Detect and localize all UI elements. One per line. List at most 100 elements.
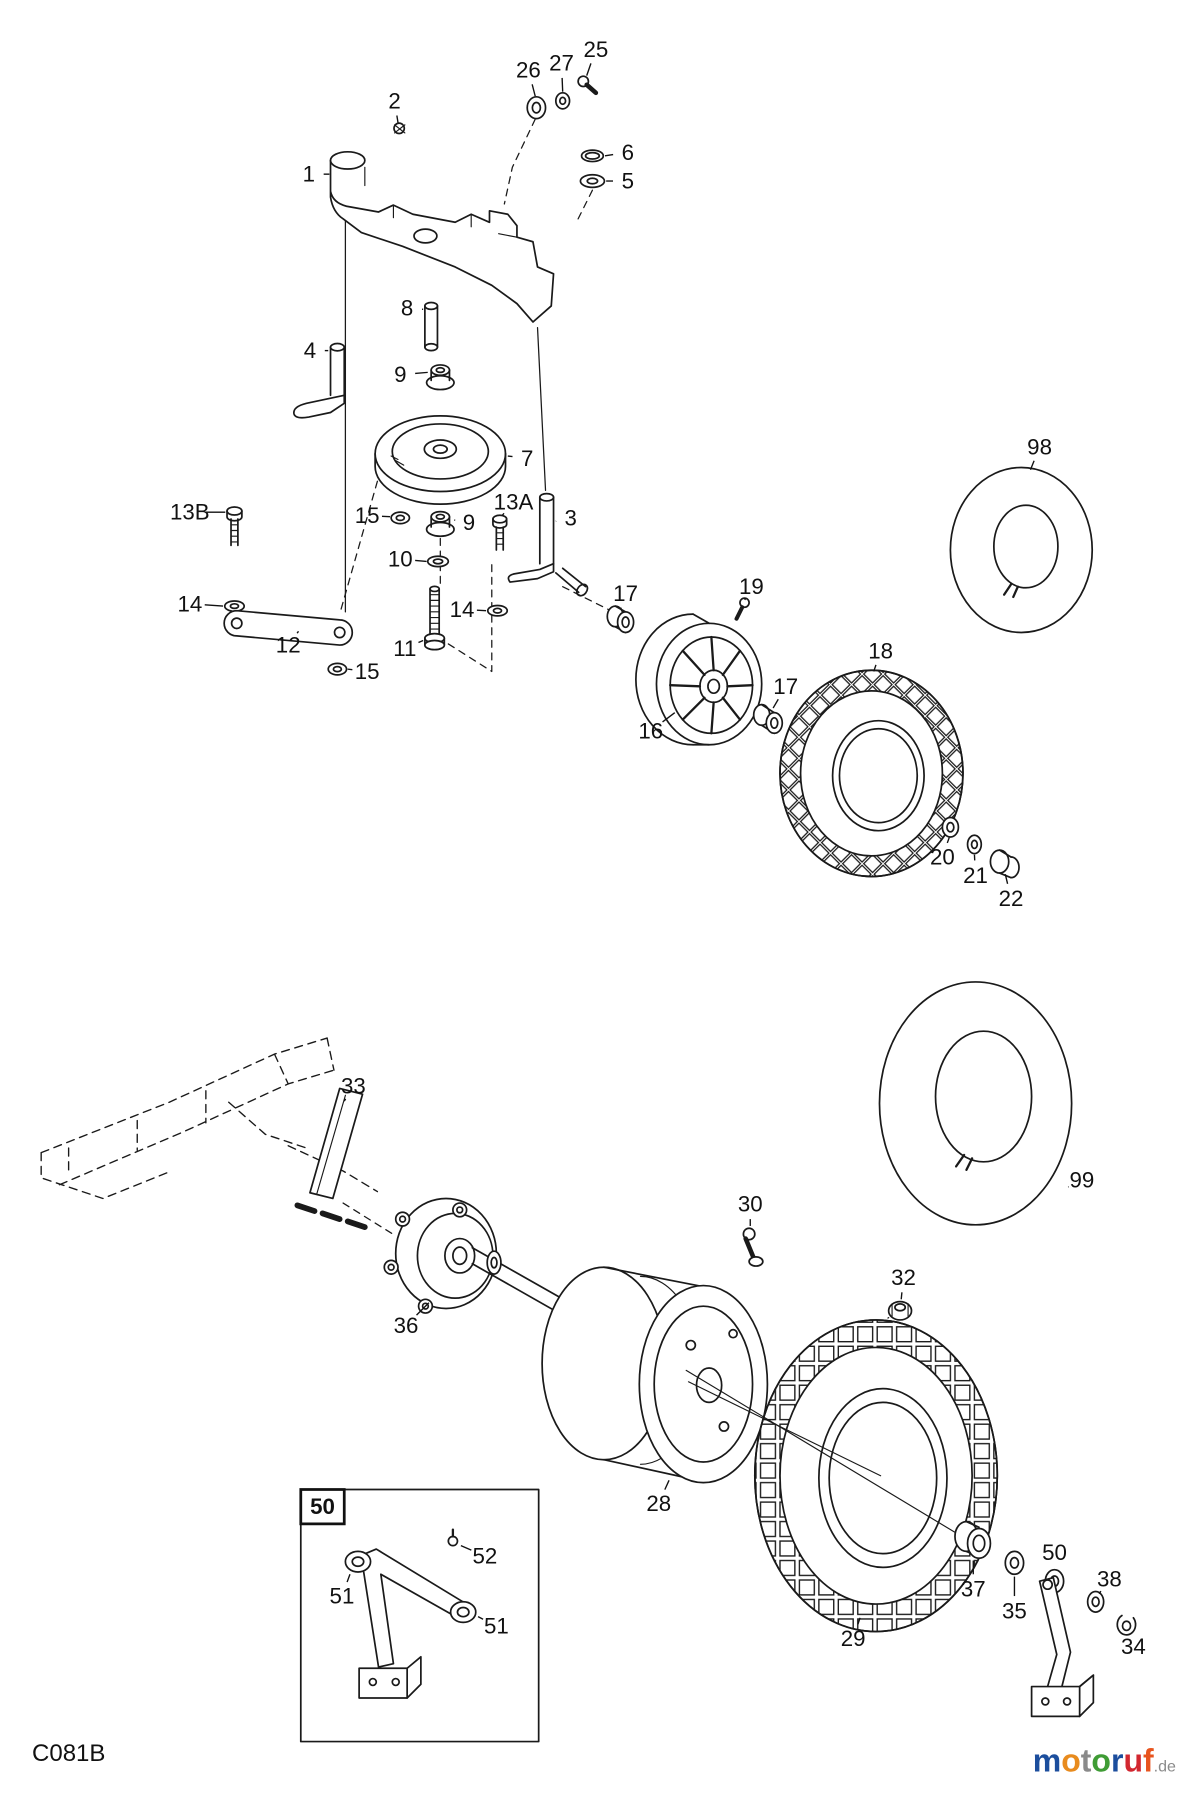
front-bracket-part-1 [329, 150, 555, 323]
part-label-50: 50 [1042, 1540, 1067, 1565]
part-label-25: 25 [583, 37, 608, 62]
nut-part-15-upper [390, 511, 411, 525]
rear-wheel-rim-part-28 [541, 1266, 769, 1484]
washer-part-35 [1004, 1550, 1025, 1576]
bushing-part-37 [954, 1520, 992, 1560]
washer-part-14-right [486, 604, 509, 617]
leader-line [415, 559, 427, 563]
part-label-4: 4 [304, 338, 316, 363]
part-label-20: 20 [930, 845, 955, 870]
leader-line [873, 664, 877, 672]
brake-lever-right [1030, 1576, 1095, 1718]
construction-lines-front [339, 118, 946, 821]
part-label-15: 15 [355, 659, 380, 684]
front-tire-part-18 [779, 669, 964, 878]
washer-part-26 [526, 95, 547, 120]
rear-tire-part-29 [753, 1319, 999, 1633]
spacer-part-17-inner [606, 605, 635, 634]
leader-line [418, 639, 424, 644]
leader-line [586, 63, 592, 76]
flange-nut-part-9-upper [425, 364, 455, 391]
oring-part-6 [580, 149, 605, 163]
leader-line [347, 668, 353, 671]
part-label-51: 51 [330, 1584, 355, 1609]
washer-part-21 [966, 834, 983, 855]
bolt-part-11 [424, 585, 446, 651]
part-label-3: 3 [564, 505, 576, 530]
leader-line [346, 1574, 351, 1583]
inset-label-box [299, 1488, 346, 1526]
leader-line [1098, 1590, 1102, 1595]
leader-line [744, 597, 747, 601]
valve-part-30 [742, 1227, 764, 1267]
washer-part-5 [579, 173, 606, 189]
leader-line [1004, 874, 1009, 885]
part-label-50: 50 [310, 1494, 335, 1519]
part-label-9: 9 [394, 362, 406, 387]
part-label-10: 10 [388, 547, 413, 572]
part-label-99: 99 [1070, 1168, 1095, 1193]
leader-line [396, 115, 399, 123]
part-label-21: 21 [963, 863, 988, 888]
leader-line [296, 630, 300, 634]
part-label-16: 16 [638, 718, 663, 743]
part-label-7: 7 [521, 446, 533, 471]
leader-line [664, 1480, 670, 1490]
axle-arm-part-3 [507, 492, 589, 597]
part-label-12: 12 [276, 633, 301, 658]
leader-line [460, 1545, 472, 1551]
pin-part-4 [293, 342, 346, 419]
leader-line [501, 512, 505, 517]
part-label-32: 32 [891, 1265, 916, 1290]
leader-line [662, 712, 676, 723]
washer-part-10 [426, 555, 450, 568]
leader-line [204, 604, 224, 607]
pin-part-8 [424, 301, 439, 352]
link-arm-part-12 [223, 609, 354, 646]
washer-part-20 [941, 816, 960, 838]
leader-line [1029, 460, 1035, 471]
part-label-18: 18 [868, 638, 893, 663]
diagram-code: C081B [32, 1740, 105, 1767]
inset-box [299, 1488, 540, 1743]
pulley-part-7 [374, 415, 507, 505]
part-label-19: 19 [739, 574, 764, 599]
part-label-11: 11 [393, 636, 416, 661]
leader-line [477, 1616, 484, 1620]
part-label-35: 35 [1002, 1598, 1027, 1623]
part-label-29: 29 [841, 1626, 866, 1651]
clip-part-34 [1116, 1614, 1137, 1636]
projection-lines-rear [685, 1369, 969, 1541]
bolt-part-13B [226, 506, 243, 547]
washer-part-38 [1086, 1590, 1105, 1613]
part-label-30: 30 [738, 1192, 763, 1217]
part-label-27: 27 [549, 51, 574, 76]
part-label-2: 2 [388, 88, 400, 113]
leader-line [772, 698, 779, 709]
lever-part [361, 1548, 468, 1668]
part-label-33: 33 [341, 1074, 366, 1099]
leader-line [946, 837, 950, 844]
front-wheel-rim-part-16 [635, 613, 763, 746]
inner-tube-part-98 [949, 466, 1094, 634]
part-label-8: 8 [401, 296, 413, 321]
part-label-52: 52 [473, 1543, 498, 1568]
part-label-98: 98 [1027, 434, 1052, 459]
leader-line [531, 84, 536, 97]
part-label-14: 14 [450, 597, 475, 622]
valve-part-19 [734, 597, 750, 621]
leader-line [416, 1302, 430, 1316]
washer-part-14-left [223, 600, 246, 613]
leader-line [857, 1617, 861, 1625]
part-label-15: 15 [355, 503, 380, 528]
part-label-37: 37 [961, 1577, 986, 1602]
spacer-part-17-outer [752, 703, 784, 735]
part-label-1: 1 [303, 162, 315, 187]
motoruf-logo[interactable]: motoruf.de [1033, 1742, 1176, 1778]
leader-line [507, 455, 513, 458]
part-label-36: 36 [394, 1313, 419, 1338]
leader-line [900, 1292, 903, 1300]
